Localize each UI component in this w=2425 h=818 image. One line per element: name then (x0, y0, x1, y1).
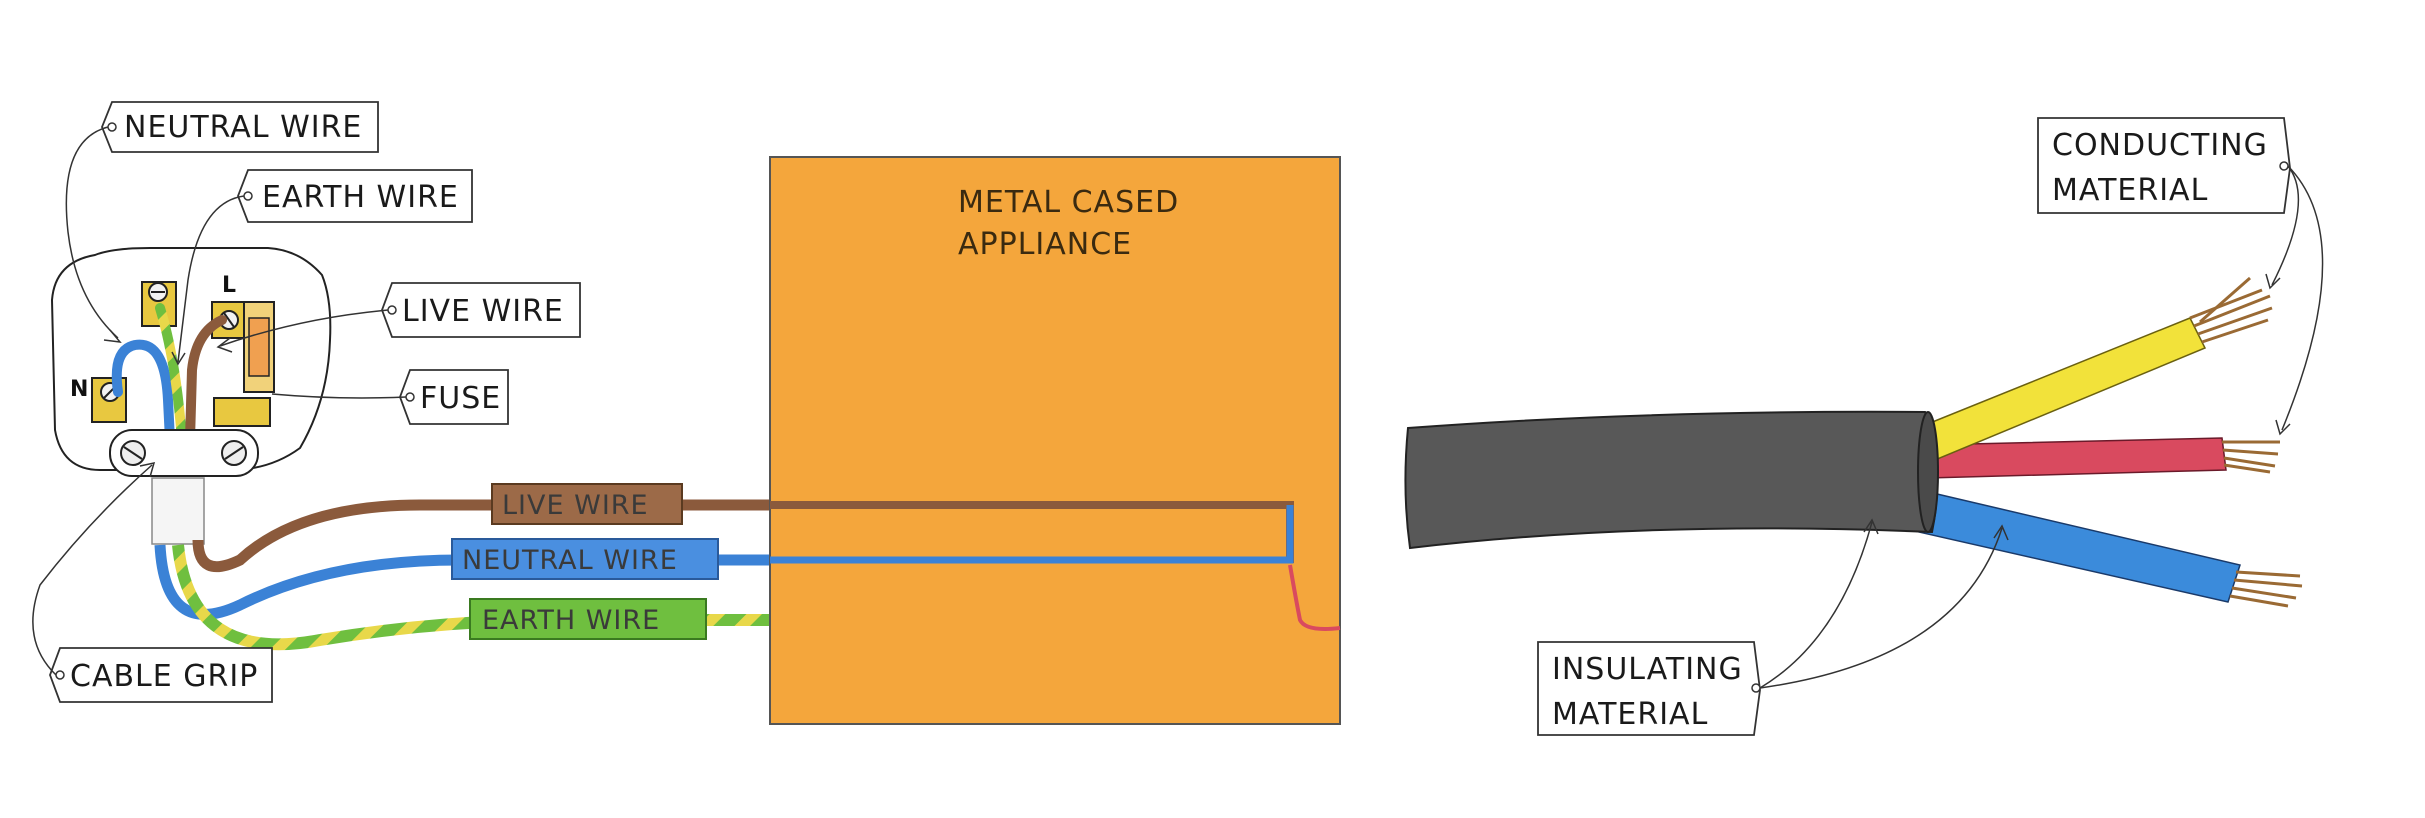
blue-core (1909, 489, 2241, 603)
cable-diagram (1404, 276, 2303, 608)
fuse-tag-text: FUSE (420, 381, 501, 416)
neutral-wire-label: NEUTRAL WIRE (451, 538, 719, 580)
appliance-title-line2: APPLIANCE (958, 227, 1132, 262)
insulating-tag-leader-2 (1759, 527, 2003, 689)
terminal-live-letter: L (222, 273, 236, 298)
appliance-earth-connection (1288, 564, 1341, 631)
live-wire-tag-text: LIVE WIRE (402, 294, 564, 329)
live-terminal (211, 301, 247, 339)
live-wire-tag: LIVE WIRE (216, 282, 581, 353)
plug-live-wire (185, 315, 227, 445)
plug-earth-wire (155, 303, 187, 445)
conducting-tag-line2: MATERIAL (2052, 173, 2208, 208)
neutral-wire-label-text: NEUTRAL WIRE (462, 545, 678, 576)
earth-wire-label-text: EARTH WIRE (482, 605, 660, 636)
conducting-tag-leader-1 (2271, 165, 2300, 286)
earth-wire-tag-text: EARTH WIRE (262, 180, 459, 215)
live-wire-label-text: LIVE WIRE (502, 490, 649, 521)
live-tag-leader (219, 309, 389, 347)
earth-wire-label: EARTH WIRE (469, 598, 707, 640)
neutral-wire-tag: NEUTRAL WIRE (65, 101, 379, 343)
neutral-wire-tag-text: NEUTRAL WIRE (124, 110, 362, 145)
conducting-tag-leader-2 (2281, 165, 2324, 431)
plug-neutral-wire (111, 339, 175, 445)
cable-grip-tag-text: CABLE GRIP (70, 659, 258, 694)
copper-strands-yellow (2189, 276, 2273, 344)
copper-strands-blue (2229, 570, 2303, 608)
neutral-wire-run (154, 544, 1290, 620)
metal-cased-appliance: METAL CASED APPLIANCE (769, 156, 1341, 725)
earth-tag-leader (177, 195, 245, 363)
copper-strands-red (2222, 440, 2280, 474)
insulating-tag-leader-1 (1759, 521, 1873, 689)
sheath-end (1917, 411, 1939, 533)
cable-grip-tag-leader (32, 464, 153, 676)
cable-grip-tag: CABLE GRIP (32, 462, 273, 703)
fuse-tag: FUSE (271, 369, 509, 425)
fuse-tag-leader (271, 393, 407, 399)
cable-grip (109, 429, 259, 477)
plug-cable-sheath (151, 477, 205, 545)
appliance-internal-neutral (770, 505, 1294, 564)
appliance-title-line1: METAL CASED (958, 185, 1179, 220)
insulating-material-tag: INSULATING MATERIAL (1537, 518, 2009, 736)
live-wire-run (192, 499, 1290, 573)
earth-wire-tag: EARTH WIRE (171, 169, 473, 366)
outer-sheath (1404, 410, 1939, 550)
insulating-tag-line1: INSULATING (1552, 652, 1743, 687)
insulating-tag-line2: MATERIAL (1552, 697, 1708, 732)
conducting-material-tag: CONDUCTING MATERIAL (2037, 117, 2324, 436)
terminal-neutral-letter: N (70, 377, 88, 402)
neutral-tag-leader (65, 126, 119, 339)
conducting-tag-line1: CONDUCTING (2052, 128, 2268, 163)
live-wire-label: LIVE WIRE (491, 483, 683, 525)
